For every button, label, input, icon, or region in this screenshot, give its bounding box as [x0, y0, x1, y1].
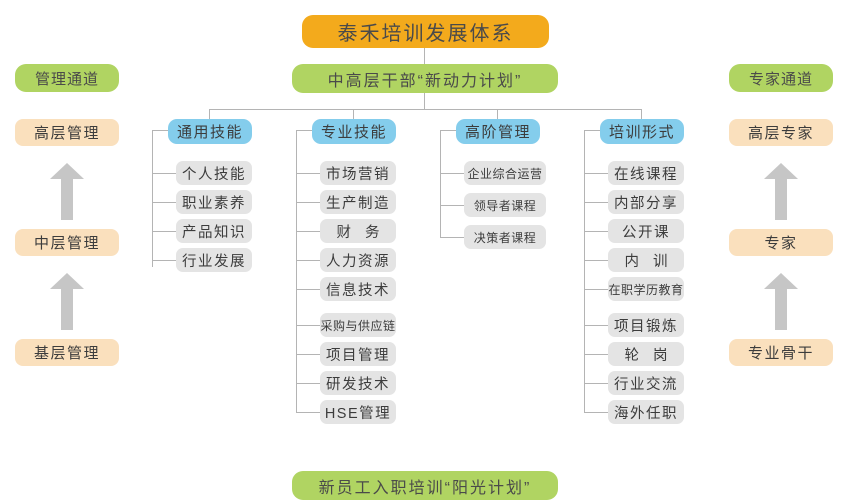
arrow-shaft — [775, 178, 787, 220]
category-3-item-1: 企业综合运营 — [464, 161, 546, 185]
tree-branch-col2-1 — [296, 173, 320, 174]
right-ladder-arrow-2 — [764, 273, 798, 330]
category-4-item-2: 内部分享 — [608, 190, 684, 214]
arrow-head — [764, 163, 798, 179]
tree-branch-col2-8 — [296, 383, 320, 384]
title-banner: 泰禾培训发展体系 — [302, 15, 549, 48]
tree-branch-col1-top — [152, 130, 170, 131]
left-ladder-level-1: 高层管理 — [15, 119, 119, 146]
right-ladder-level-1: 高层专家 — [729, 119, 833, 146]
tree-branch-col4-6 — [584, 325, 608, 326]
tree-branch-col2-9 — [296, 412, 320, 413]
category-4-item-8: 行业交流 — [608, 371, 684, 395]
left-ladder-arrow-2 — [50, 273, 84, 330]
right-ladder-level-3: 专业骨干 — [729, 339, 833, 366]
category-2-item-6: 采购与供应链 — [320, 313, 396, 337]
connector-bus-drop-3 — [497, 109, 498, 120]
tree-branch-col2-6 — [296, 325, 320, 326]
arrow-shaft — [61, 178, 73, 220]
connector-bus-drop-4 — [641, 109, 642, 120]
tree-branch-col1-3 — [152, 231, 176, 232]
tree-branch-col4-3 — [584, 231, 608, 232]
arrow-head — [50, 163, 84, 179]
tree-branch-col3-top — [440, 130, 458, 131]
subtitle-banner: 中高层干部“新动力计划” — [292, 64, 558, 93]
tree-branch-col2-7 — [296, 354, 320, 355]
tree-branch-col4-2 — [584, 202, 608, 203]
tree-spine-col-3 — [440, 130, 441, 238]
category-header-3: 高阶管理 — [456, 119, 540, 144]
footer-banner: 新员工入职培训“阳光计划” — [292, 471, 558, 500]
left-ladder-level-3: 基层管理 — [15, 339, 119, 366]
tree-branch-col3-3 — [440, 237, 464, 238]
category-4-item-9: 海外任职 — [608, 400, 684, 424]
right-ladder-header: 专家通道 — [729, 64, 833, 92]
category-1-item-1: 个人技能 — [176, 161, 252, 185]
tree-branch-col2-3 — [296, 231, 320, 232]
tree-branch-col2-top — [296, 130, 314, 131]
tree-branch-col1-1 — [152, 173, 176, 174]
category-4-item-6: 项目锻炼 — [608, 313, 684, 337]
tree-spine-col-2 — [296, 130, 297, 412]
arrow-shaft — [775, 288, 787, 330]
connector-bus-drop-1 — [209, 109, 210, 120]
tree-spine-col-4 — [584, 130, 585, 412]
connector-bus-drop-2 — [353, 109, 354, 120]
category-1-item-3: 产品知识 — [176, 219, 252, 243]
right-ladder-arrow-1 — [764, 163, 798, 220]
left-ladder-arrow-1 — [50, 163, 84, 220]
connector-category-bus — [209, 109, 641, 110]
tree-branch-col4-5 — [584, 289, 608, 290]
tree-spine-col-1 — [152, 130, 153, 267]
connector-subtitle-to-bus — [424, 92, 425, 109]
category-2-item-8: 研发技术 — [320, 371, 396, 395]
category-4-item-1: 在线课程 — [608, 161, 684, 185]
category-2-item-5: 信息技术 — [320, 277, 396, 301]
right-ladder-level-2: 专家 — [729, 229, 833, 256]
category-1-item-4: 行业发展 — [176, 248, 252, 272]
connector-title-to-subtitle — [424, 47, 425, 65]
category-header-4: 培训形式 — [600, 119, 684, 144]
category-1-item-2: 职业素养 — [176, 190, 252, 214]
left-ladder-level-2: 中层管理 — [15, 229, 119, 256]
arrow-shaft — [61, 288, 73, 330]
arrow-head — [764, 273, 798, 289]
category-header-2: 专业技能 — [312, 119, 396, 144]
category-4-item-4: 内 训 — [608, 248, 684, 272]
category-header-1: 通用技能 — [168, 119, 252, 144]
category-3-item-3: 决策者课程 — [464, 225, 546, 249]
tree-branch-col2-2 — [296, 202, 320, 203]
tree-branch-col4-8 — [584, 383, 608, 384]
tree-branch-col3-1 — [440, 173, 464, 174]
category-3-item-2: 领导者课程 — [464, 193, 546, 217]
tree-branch-col4-top — [584, 130, 602, 131]
left-ladder-header: 管理通道 — [15, 64, 119, 92]
category-2-item-9: HSE管理 — [320, 400, 396, 424]
category-2-item-7: 项目管理 — [320, 342, 396, 366]
tree-branch-col3-2 — [440, 205, 464, 206]
category-4-item-5: 在职学历教育 — [608, 277, 684, 301]
tree-branch-col1-4 — [152, 260, 176, 261]
tree-branch-col4-9 — [584, 412, 608, 413]
category-2-item-1: 市场营销 — [320, 161, 396, 185]
category-2-item-2: 生产制造 — [320, 190, 396, 214]
category-4-item-7: 轮 岗 — [608, 342, 684, 366]
arrow-head — [50, 273, 84, 289]
tree-branch-col2-5 — [296, 289, 320, 290]
tree-branch-col1-2 — [152, 202, 176, 203]
tree-branch-col2-4 — [296, 260, 320, 261]
category-2-item-4: 人力资源 — [320, 248, 396, 272]
tree-branch-col4-4 — [584, 260, 608, 261]
category-2-item-3: 财 务 — [320, 219, 396, 243]
tree-branch-col4-7 — [584, 354, 608, 355]
tree-branch-col4-1 — [584, 173, 608, 174]
category-4-item-3: 公开课 — [608, 219, 684, 243]
